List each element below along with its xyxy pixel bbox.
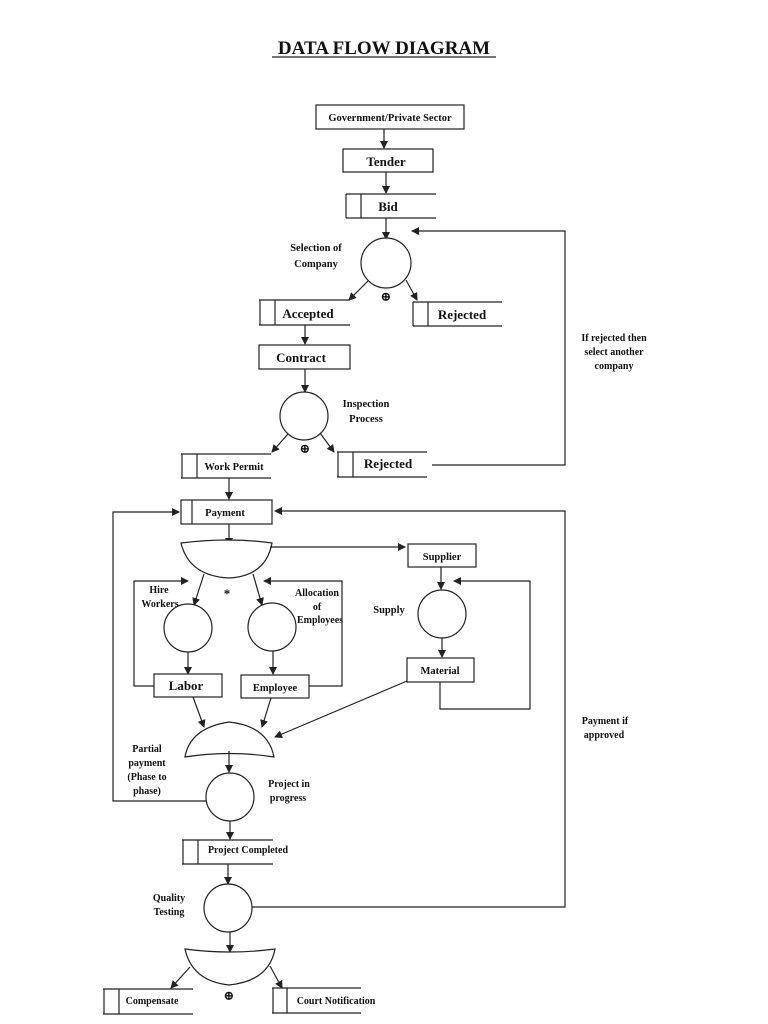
label-hire-2: Workers — [141, 599, 178, 610]
svg-text:Tender: Tender — [366, 154, 405, 169]
process-selection — [360, 237, 412, 289]
process-inspection — [279, 391, 329, 441]
and-icon: * — [224, 586, 231, 601]
svg-text:Supplier: Supplier — [423, 552, 462, 563]
svg-text:Compensate: Compensate — [126, 996, 179, 1007]
xor-icon: ⊕ — [381, 289, 392, 304]
note-rejected-1: If rejected then — [581, 333, 647, 344]
flow-quality-payment — [252, 507, 566, 908]
flow-split-hire — [192, 573, 205, 606]
flow-labor-join — [192, 696, 206, 728]
label-partial-4: phase) — [133, 786, 161, 797]
xor-icon: ⊕ — [224, 988, 235, 1003]
entity-government: Government/Private Sector — [315, 104, 465, 130]
label-inspection-1: Inspection — [343, 399, 390, 410]
flow-inspection-rejected — [319, 432, 335, 453]
store-court-notification: Court Notification — [272, 987, 376, 1014]
flow-decision-compensate — [170, 966, 191, 989]
process-allocation — [247, 602, 297, 652]
flow-inspection-permit — [271, 433, 289, 453]
process-quality-testing — [203, 883, 253, 933]
svg-text:Employee: Employee — [253, 683, 298, 694]
label-quality-2: Testing — [154, 907, 185, 918]
svg-text:Project Completed: Project Completed — [208, 845, 289, 856]
flow-material-loop — [439, 577, 531, 710]
svg-text:Rejected: Rejected — [438, 307, 487, 322]
note-payment-1: Payment if — [582, 716, 629, 727]
svg-text:Court Notification: Court Notification — [297, 996, 376, 1007]
flow-employee-loop — [263, 577, 343, 687]
svg-text:Work Permit: Work Permit — [204, 462, 264, 473]
process-hire-workers — [163, 603, 213, 653]
svg-text:Labor: Labor — [169, 678, 204, 693]
entity-tender: Tender — [342, 148, 434, 173]
flow-partial-payment — [112, 508, 206, 802]
entity-supplier: Supplier — [407, 543, 477, 568]
label-partial-3: (Phase to — [127, 772, 166, 783]
label-selection-1: Selection of — [290, 243, 342, 254]
flow-selection-rejected — [405, 279, 418, 301]
store-work-permit: Work Permit — [181, 453, 271, 479]
label-allocation-2: of — [313, 602, 322, 613]
flow-labor-loop — [133, 577, 189, 687]
flow-selection-accepted — [348, 280, 369, 301]
label-partial-2: payment — [128, 758, 166, 769]
label-selection-2: Company — [294, 259, 339, 270]
store-rejected-2: Rejected — [337, 451, 427, 478]
and-split-connector — [180, 539, 273, 579]
process-supply — [417, 589, 467, 639]
svg-text:Material: Material — [420, 666, 459, 677]
svg-text:Contract: Contract — [276, 350, 326, 365]
label-progress-1: Project in — [268, 779, 310, 790]
note-rejected-2: select another — [584, 347, 644, 358]
store-bid: Bid — [345, 193, 436, 219]
store-accepted: Accepted — [259, 299, 350, 326]
label-quality-1: Quality — [153, 893, 185, 904]
svg-text:Bid: Bid — [378, 199, 398, 214]
process-project-progress — [205, 772, 255, 822]
store-rejected-1: Rejected — [412, 301, 502, 327]
label-allocation-1: Allocation — [295, 588, 339, 599]
entity-employee: Employee — [240, 674, 310, 699]
label-allocation-3: Employees — [297, 615, 343, 626]
entity-material: Material — [406, 657, 475, 683]
label-progress-2: progress — [270, 793, 306, 804]
xor-decision-connector — [184, 948, 276, 986]
store-project-completed: Project Completed — [182, 839, 289, 865]
label-partial-1: Partial — [132, 744, 162, 755]
svg-text:Accepted: Accepted — [282, 306, 334, 321]
store-compensate: Compensate — [103, 988, 193, 1015]
xor-icon: ⊕ — [300, 441, 311, 456]
label-supply: Supply — [373, 605, 405, 616]
note-payment-2: approved — [584, 730, 625, 741]
flow-decision-court — [269, 965, 283, 989]
join-connector — [184, 721, 275, 758]
entity-labor: Labor — [153, 673, 223, 698]
entity-contract: Contract — [258, 344, 351, 370]
store-payment: Payment — [180, 499, 273, 525]
flow-employee-join — [260, 697, 272, 728]
svg-text:Government/Private Sector: Government/Private Sector — [328, 113, 452, 124]
label-inspection-2: Process — [349, 414, 383, 425]
diagram-title: DATA FLOW DIAGRAM — [278, 38, 490, 59]
svg-text:Payment: Payment — [205, 508, 245, 519]
flow-material-join — [274, 680, 408, 738]
svg-text:Rejected: Rejected — [364, 456, 413, 471]
flow-rejected-reselect — [411, 227, 566, 466]
flow-split-allocation — [252, 573, 264, 606]
note-rejected-3: company — [595, 361, 634, 372]
label-hire-1: Hire — [149, 585, 169, 596]
